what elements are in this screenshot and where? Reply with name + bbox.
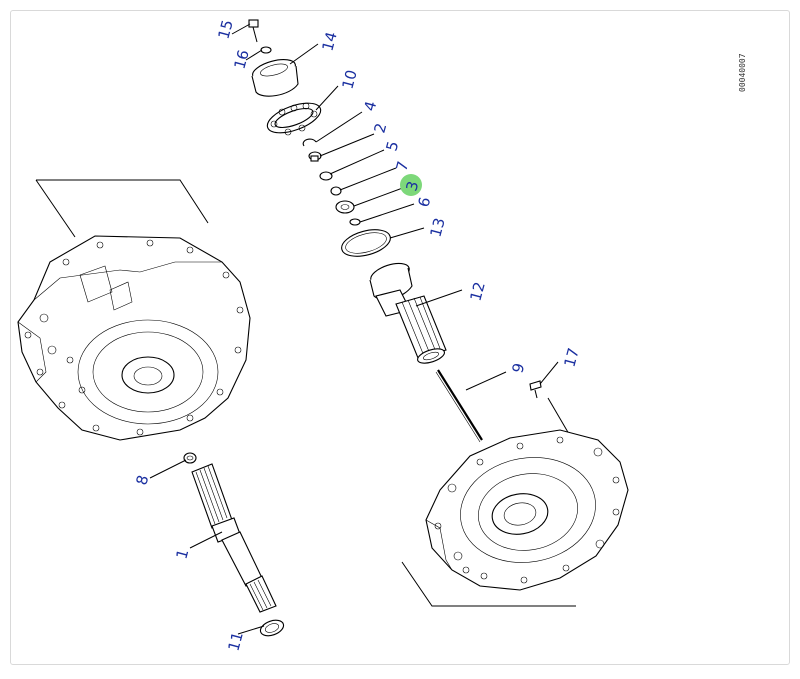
label-16[interactable]: 16	[230, 48, 252, 71]
label-14[interactable]: 14	[318, 30, 340, 53]
part-4-snap-ring	[302, 138, 317, 147]
label-11[interactable]: 11	[224, 630, 246, 653]
part-16-washer	[260, 46, 272, 54]
label-12[interactable]: 12	[466, 280, 488, 303]
part-14-bearing-cover	[251, 59, 299, 97]
label-7[interactable]: 7	[392, 159, 412, 173]
part-1-output-shaft	[191, 463, 277, 613]
part-10-bearing	[266, 102, 322, 136]
part-9-rod	[435, 369, 483, 443]
drawing-code: 00040007	[738, 53, 747, 92]
part-15-bolt	[248, 19, 259, 43]
part-11-ring	[259, 619, 285, 637]
part-8	[183, 452, 197, 464]
label-9[interactable]: 9	[508, 361, 528, 375]
part-5	[319, 171, 333, 181]
label-3[interactable]: 3	[402, 179, 422, 193]
highlight-marker	[400, 174, 422, 196]
label-2[interactable]: 2	[370, 121, 390, 135]
part-17-screw	[529, 380, 542, 399]
label-10[interactable]: 10	[338, 68, 360, 91]
right-converter-housing	[401, 397, 629, 607]
leader-lines	[149, 23, 559, 635]
part-2	[308, 151, 322, 162]
label-5[interactable]: 5	[382, 139, 402, 153]
part-labels[interactable]: 15 16 14 10 4 2 5 7 3 6 13 12 9 17 8 1 1…	[132, 18, 582, 653]
left-transmission-housing	[17, 179, 251, 441]
label-1[interactable]: 1	[172, 547, 192, 561]
part-12-input-sleeve	[369, 262, 447, 364]
label-6[interactable]: 6	[414, 195, 434, 209]
part-3	[335, 200, 355, 214]
label-8[interactable]: 8	[132, 473, 152, 487]
part-6-o-ring	[349, 218, 361, 226]
label-15[interactable]: 15	[214, 18, 236, 41]
label-4[interactable]: 4	[360, 99, 380, 113]
part-13-seal-ring	[341, 229, 391, 257]
label-13[interactable]: 13	[426, 216, 448, 239]
label-17[interactable]: 17	[560, 346, 582, 369]
part-7	[330, 186, 342, 196]
